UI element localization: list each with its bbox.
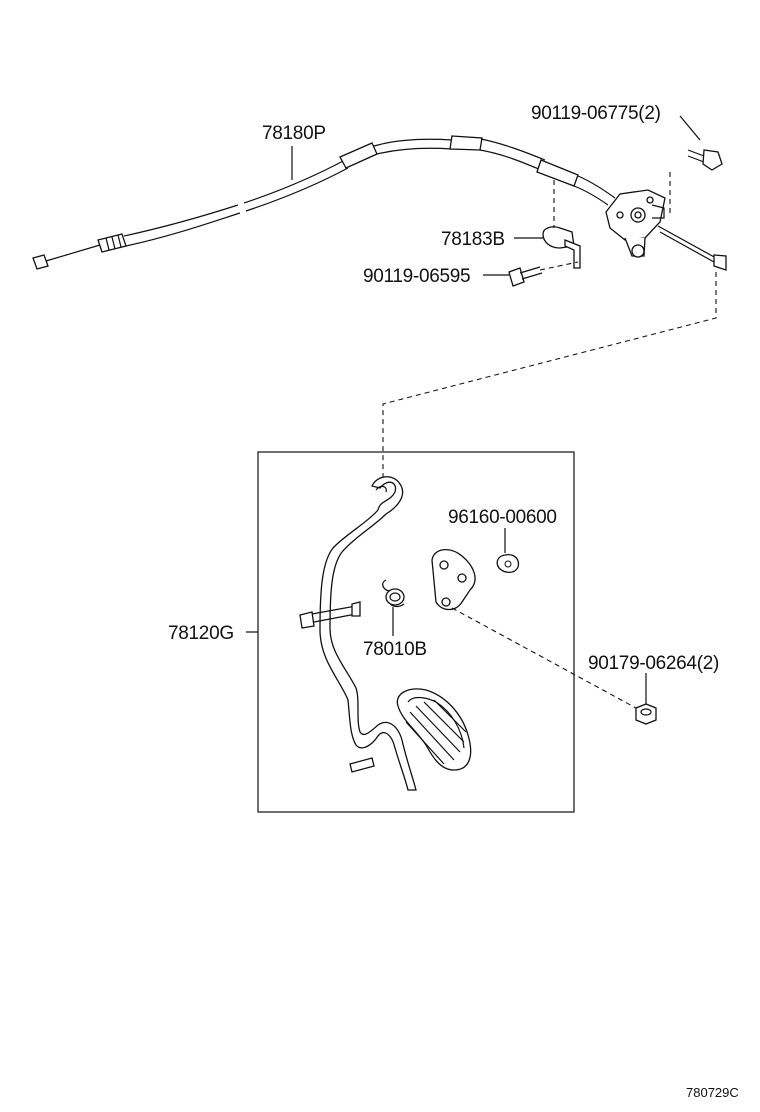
accelerator-cable xyxy=(32,135,727,271)
cable-adjuster xyxy=(97,233,127,253)
cable-end-plug xyxy=(713,254,727,271)
label-clamp: 78183B xyxy=(441,229,505,250)
cable-boot-right xyxy=(536,159,579,187)
cable-inner-wire-right xyxy=(657,225,717,259)
pedal-arm xyxy=(299,476,417,791)
label-cable: 78180P xyxy=(262,123,326,144)
bolt-clamp-guide xyxy=(539,261,579,271)
cable-boot-left xyxy=(339,142,378,169)
label-pedal-assy: 78120G xyxy=(168,623,234,644)
cable-to-pedal-guide xyxy=(382,272,717,480)
cable-boot-middle xyxy=(449,135,483,151)
pedal-stopper xyxy=(299,611,315,629)
cable-clamp xyxy=(542,226,581,269)
pedal-pin xyxy=(349,757,375,773)
reference-code: 780729C xyxy=(686,1085,739,1100)
cable-end-tip xyxy=(32,254,49,270)
label-bolt-clamp: 90119-06595 xyxy=(363,266,470,287)
bolt-top xyxy=(687,149,723,171)
pedal-bracket xyxy=(431,549,476,611)
cable-sheath-upper xyxy=(123,159,346,237)
cable-sheath-lower xyxy=(125,167,349,247)
nut xyxy=(635,703,657,725)
pedal-assembly-box xyxy=(257,451,575,813)
bolt-clamp xyxy=(508,266,543,287)
cable-inner-wire-left xyxy=(45,244,101,262)
label-spring: 78010B xyxy=(363,639,427,660)
label-bolt-top: 90119-06775(2) xyxy=(531,103,661,124)
leader-bolt-top xyxy=(679,115,701,141)
nut-guide xyxy=(451,607,637,709)
retaining-ring xyxy=(496,554,520,574)
return-spring xyxy=(382,579,405,608)
label-ring: 96160-00600 xyxy=(448,507,557,528)
label-nut: 90179-06264(2) xyxy=(588,653,719,674)
pedal-pad xyxy=(396,688,472,771)
